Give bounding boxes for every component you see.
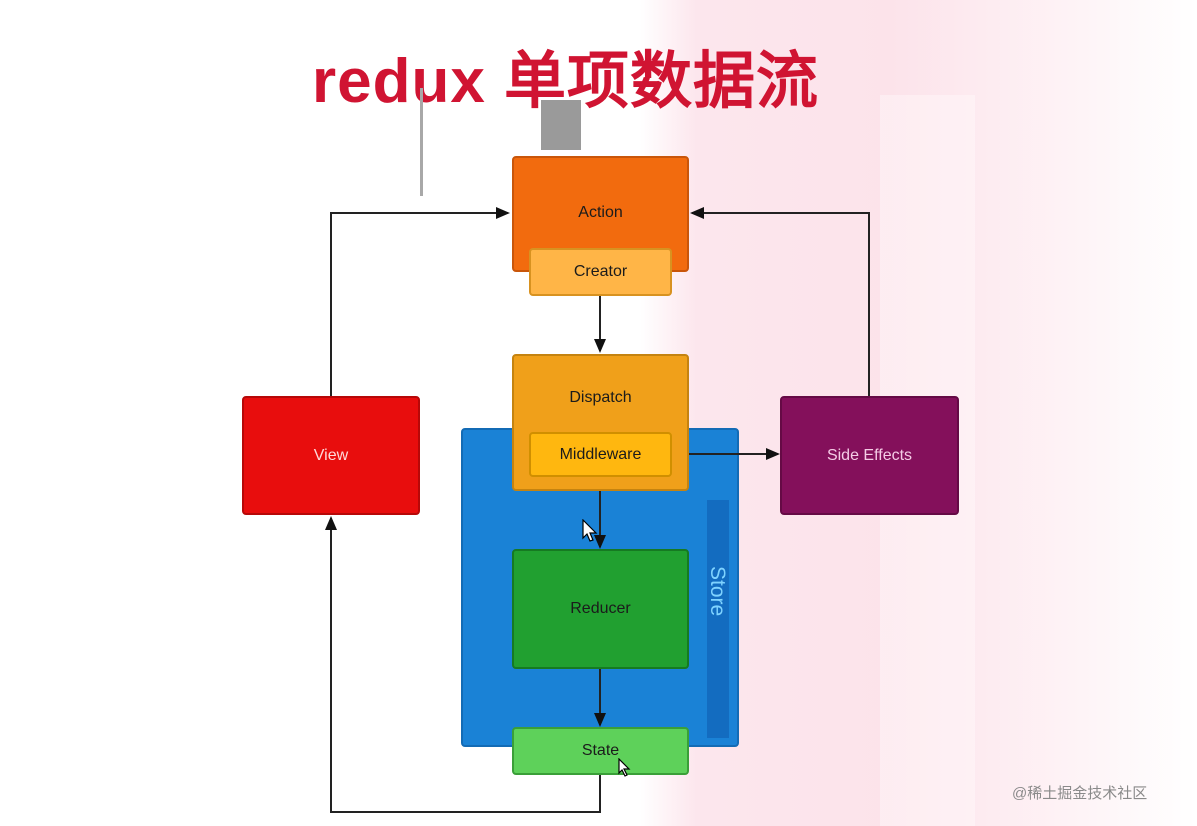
gray-block: [541, 100, 581, 150]
creator-node: Creator: [529, 248, 672, 296]
cursor-pointer-icon: [618, 758, 631, 777]
view-node: View: [242, 396, 420, 515]
gray-vertical-line: [420, 88, 423, 196]
arrow-sideeffects-to-action: [690, 207, 870, 396]
store-label: Store: [706, 565, 729, 617]
arrow-view-to-action: [330, 207, 510, 396]
arrow-state-to-view: [325, 516, 601, 813]
side-effects-node: Side Effects: [780, 396, 959, 515]
watermark: @稀土掘金技术社区: [1012, 785, 1148, 802]
store-sidebar: [707, 500, 729, 738]
middleware-node: Middleware: [529, 432, 672, 477]
state-node: State: [512, 727, 689, 775]
cursor-arrow-icon: [582, 519, 598, 542]
reducer-node: Reducer: [512, 549, 689, 669]
